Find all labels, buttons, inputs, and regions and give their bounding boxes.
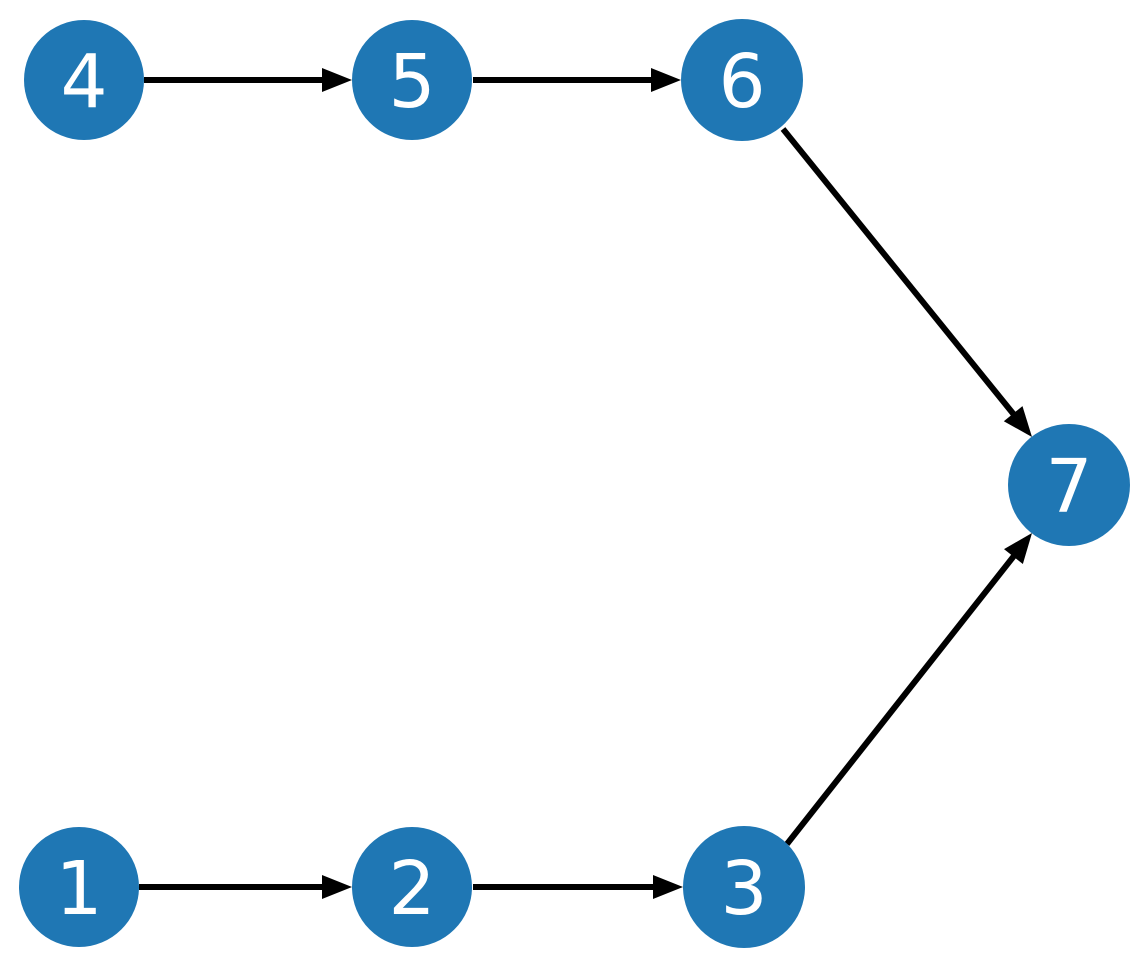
arrowhead-6-to-7 (1003, 406, 1032, 437)
nodes-layer: 1 2 3 4 5 6 7 (19, 19, 1130, 948)
edge-6-to-7 (780, 127, 1019, 420)
graph-node-7[interactable]: 7 (1008, 424, 1130, 546)
edge-3-to-7 (784, 550, 1020, 846)
edges-layer (139, 68, 1032, 899)
node-circle-5[interactable] (352, 20, 472, 140)
arrowhead-5-to-6 (651, 68, 681, 92)
node-label-1: 1 (55, 846, 102, 932)
node-circle-1[interactable] (19, 827, 139, 947)
graph-node-3[interactable]: 3 (683, 826, 805, 948)
arrowhead-3-to-7 (1004, 533, 1032, 564)
node-label-3: 3 (720, 846, 767, 932)
graph-node-4[interactable]: 4 (24, 20, 144, 140)
arrowhead-4-to-5 (322, 68, 352, 92)
node-circle-7[interactable] (1008, 424, 1130, 546)
node-label-4: 4 (60, 39, 107, 125)
node-label-5: 5 (388, 39, 435, 125)
graph-node-5[interactable]: 5 (352, 20, 472, 140)
graph-node-6[interactable]: 6 (681, 19, 803, 141)
arrowhead-2-to-3 (653, 875, 683, 899)
node-circle-6[interactable] (681, 19, 803, 141)
node-label-7: 7 (1045, 444, 1092, 530)
node-circle-4[interactable] (24, 20, 144, 140)
graph-node-2[interactable]: 2 (352, 827, 472, 947)
node-label-2: 2 (388, 846, 435, 932)
node-circle-2[interactable] (352, 827, 472, 947)
arrowhead-1-to-2 (322, 875, 352, 899)
graph-node-1[interactable]: 1 (19, 827, 139, 947)
node-label-6: 6 (718, 39, 765, 125)
node-circle-3[interactable] (683, 826, 805, 948)
